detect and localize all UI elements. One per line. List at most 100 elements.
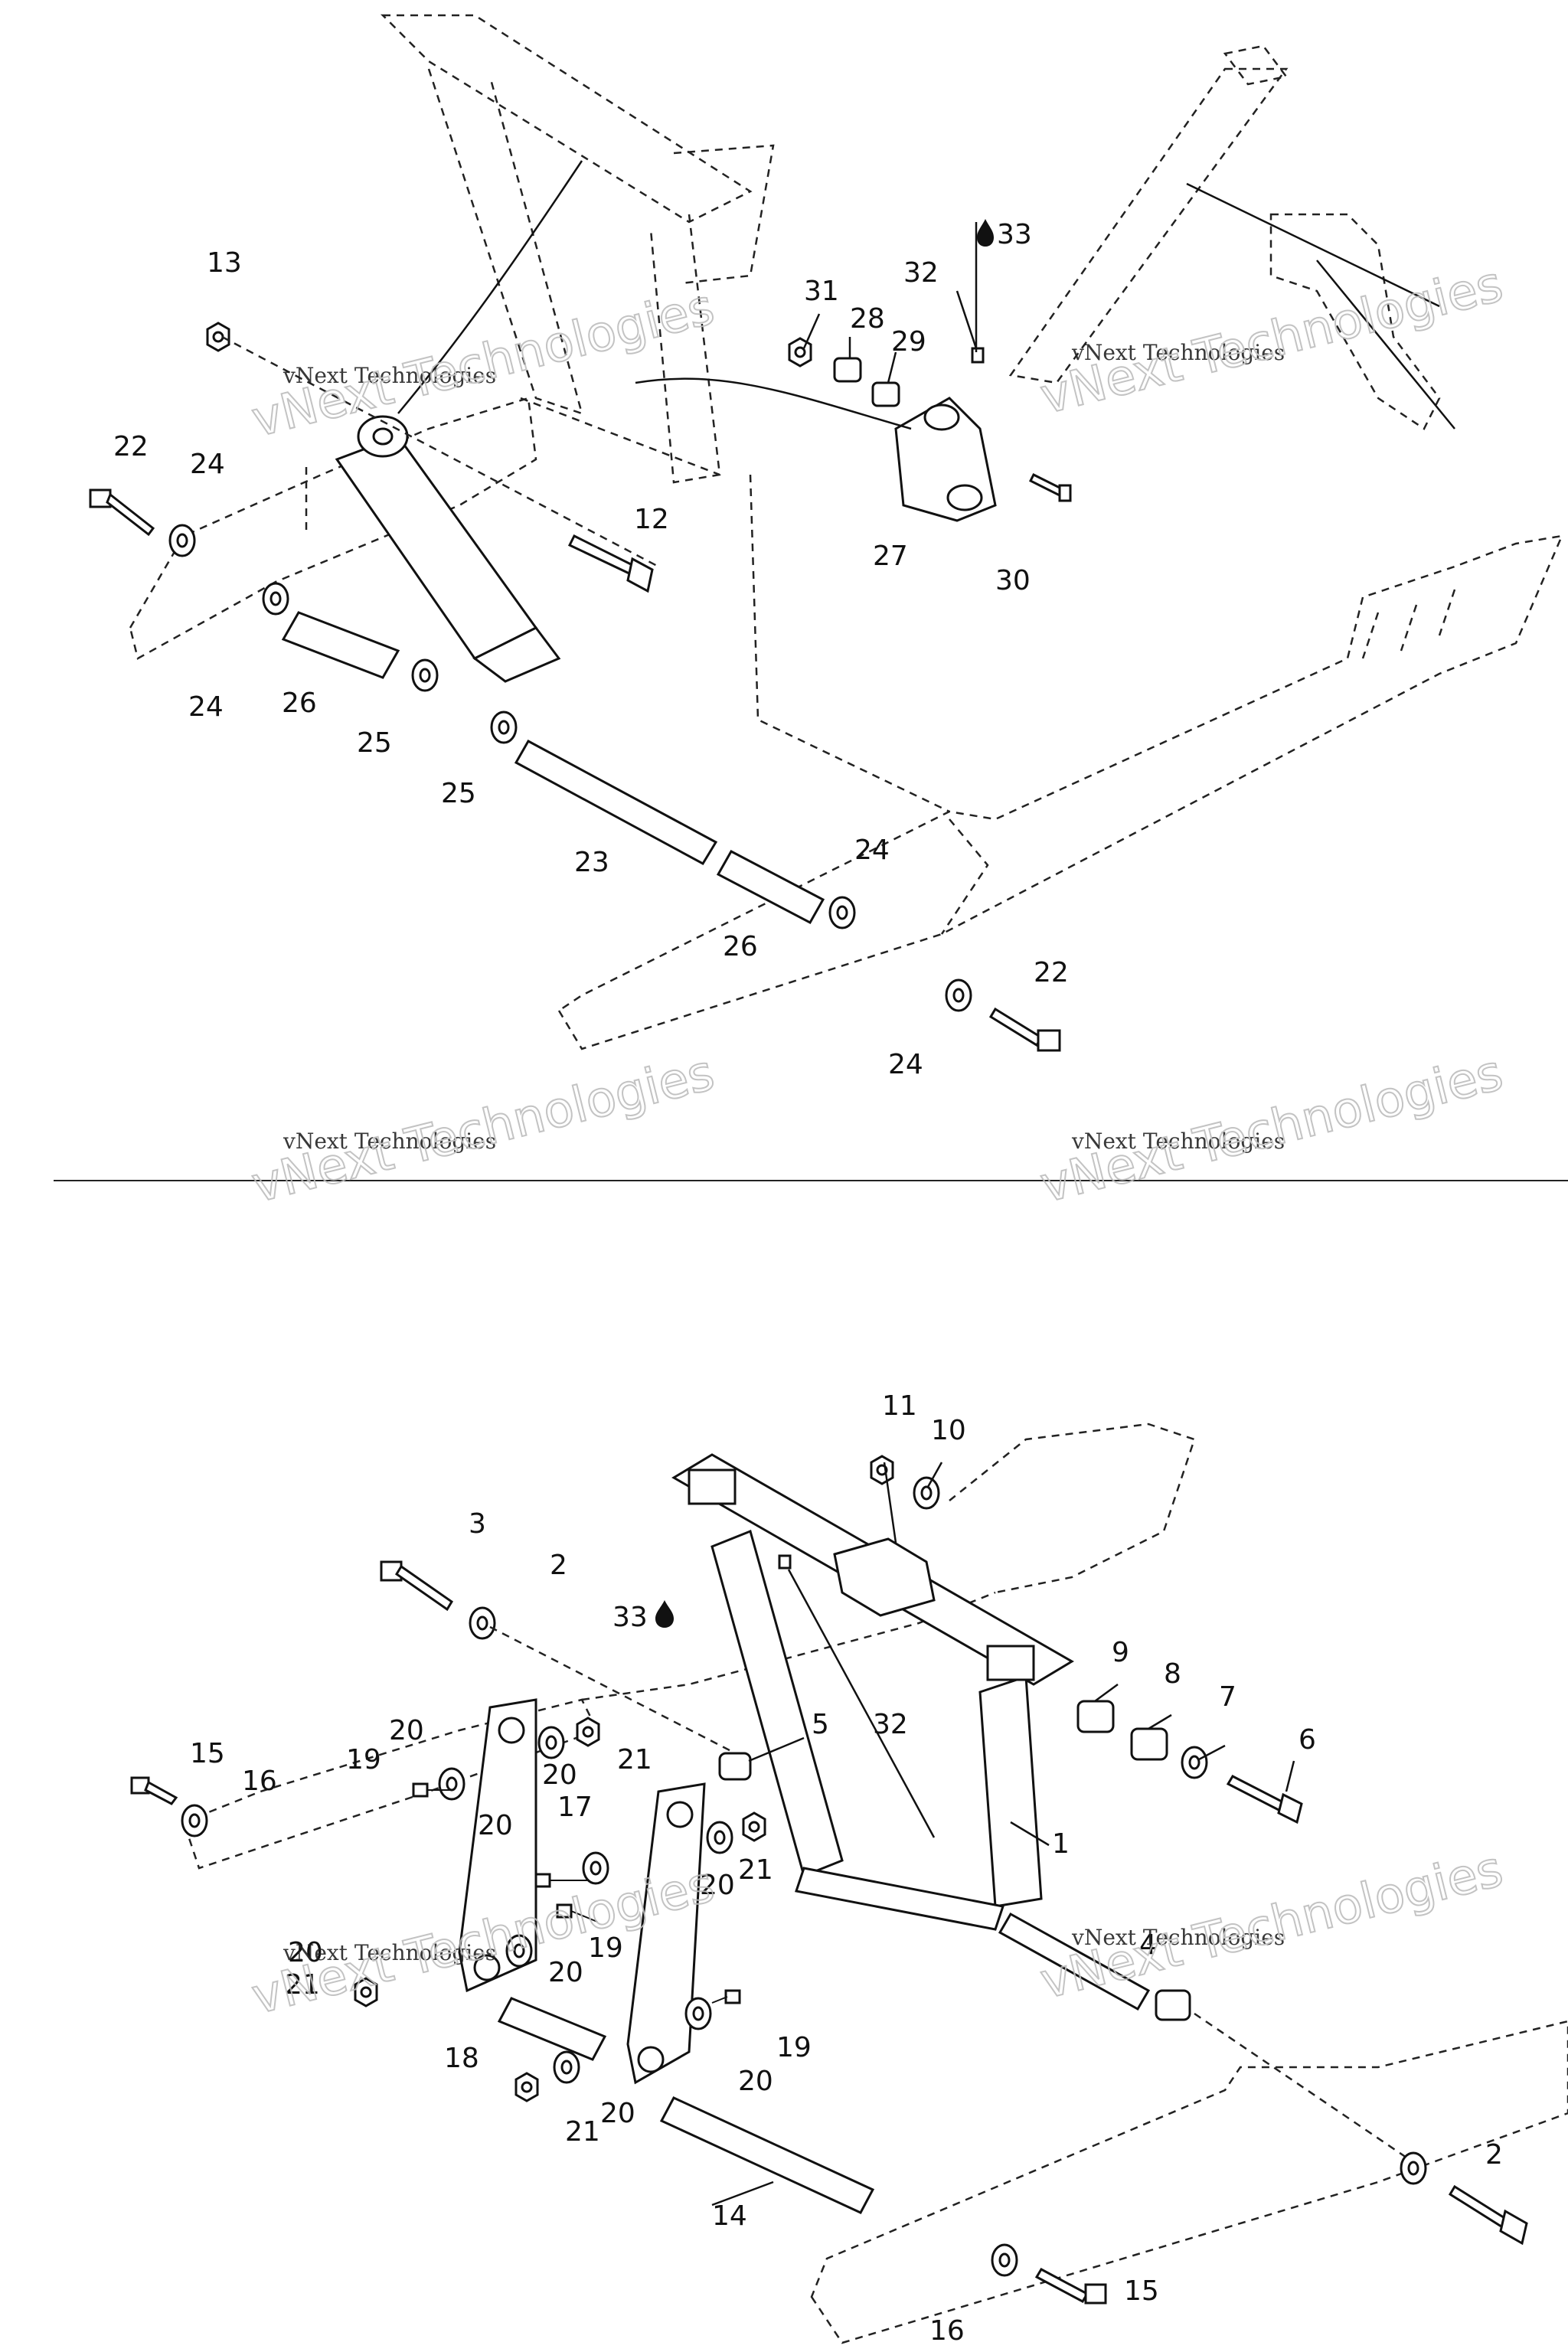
watermark-mid-left: vNext Technologies vNext Technologies bbox=[246, 1044, 720, 1214]
bushing-5 bbox=[718, 1752, 752, 1781]
callout-14: 14 bbox=[712, 2200, 747, 2232]
bolt-20-d bbox=[534, 1873, 590, 1888]
bolt-12 bbox=[567, 534, 654, 593]
nut-21-b bbox=[742, 1811, 766, 1842]
washer-24-b bbox=[262, 582, 289, 616]
svg-text:vNext Technologies: vNext Technologies bbox=[1071, 1129, 1285, 1154]
rear-shock-absorber bbox=[335, 415, 561, 683]
callout-8: 8 bbox=[1164, 1658, 1181, 1690]
bolt-30 bbox=[1028, 472, 1072, 502]
tube-23 bbox=[514, 739, 718, 865]
spacer-4-end bbox=[1155, 1989, 1191, 2021]
callout-25: 25 bbox=[441, 778, 476, 809]
washer-10 bbox=[913, 1476, 940, 1510]
svg-text:vNext Technologies: vNext Technologies bbox=[283, 363, 496, 388]
washer-25-a bbox=[411, 658, 439, 692]
nut-31 bbox=[788, 337, 812, 368]
grease-drop-icon bbox=[977, 219, 994, 247]
spacer-26-a bbox=[281, 611, 400, 679]
callout-11: 11 bbox=[882, 1390, 917, 1422]
callout-27: 27 bbox=[873, 541, 908, 572]
callout-21: 21 bbox=[617, 1744, 652, 1775]
grease-fitting-32 bbox=[971, 347, 985, 364]
svg-text:vNext Technologies: vNext Technologies bbox=[283, 1940, 496, 1965]
washer-20-h bbox=[553, 2050, 580, 2084]
callout-21: 21 bbox=[738, 1854, 773, 1886]
washer-20-g bbox=[684, 1997, 712, 2030]
washer-20-c bbox=[582, 1851, 609, 1885]
upper-assembly-view bbox=[89, 14, 1564, 1052]
washer-7 bbox=[1181, 1746, 1208, 1779]
nut-21-a bbox=[576, 1717, 600, 1747]
callout-20: 20 bbox=[700, 1870, 735, 1901]
callout-15: 15 bbox=[190, 1738, 225, 1769]
svg-text:vNext Technologies: vNext Technologies bbox=[1071, 1925, 1285, 1950]
callout-23: 23 bbox=[574, 847, 609, 878]
grease-drop-icon bbox=[655, 1600, 674, 1628]
callout-33: 33 bbox=[612, 1602, 648, 1633]
pivot-block bbox=[894, 397, 997, 522]
callout-2: 2 bbox=[550, 1550, 567, 1581]
svg-text:vNext Technologies: vNext Technologies bbox=[283, 1129, 496, 1154]
callout-20: 20 bbox=[389, 1715, 424, 1746]
washer-2-a bbox=[469, 1606, 496, 1640]
nut-11 bbox=[870, 1455, 894, 1485]
spacer-29 bbox=[871, 381, 900, 407]
callout-32: 32 bbox=[873, 1709, 908, 1740]
lower-callouts: 11 10 3 2 33 5 32 9 8 7 6 1 15 16 19 20 … bbox=[190, 1390, 1503, 2347]
link-17-right bbox=[626, 1782, 706, 2085]
callout-18: 18 bbox=[444, 2043, 479, 2074]
callout-13: 13 bbox=[207, 247, 242, 279]
washer-20-e bbox=[706, 1821, 733, 1854]
bolt-19-c bbox=[711, 1989, 741, 2004]
bolt-22-right bbox=[988, 1007, 1061, 1052]
callout-22: 22 bbox=[113, 431, 149, 462]
callout-31: 31 bbox=[804, 276, 839, 307]
callout-26: 26 bbox=[723, 931, 758, 962]
callout-20: 20 bbox=[542, 1759, 577, 1791]
washer-20-a bbox=[537, 1726, 565, 1759]
callout-6: 6 bbox=[1298, 1724, 1316, 1756]
callout-10: 10 bbox=[931, 1415, 966, 1446]
callout-30: 30 bbox=[995, 565, 1031, 596]
spacer-8 bbox=[1130, 1727, 1168, 1761]
callout-15: 15 bbox=[1124, 2275, 1159, 2307]
callout-28: 28 bbox=[850, 303, 885, 335]
callout-26: 26 bbox=[282, 688, 317, 719]
washer-25-b bbox=[490, 710, 518, 744]
washer-24-a bbox=[168, 524, 196, 557]
callout-29: 29 bbox=[891, 326, 926, 358]
callout-20: 20 bbox=[738, 2066, 773, 2097]
bolt-6 bbox=[1226, 1775, 1303, 1824]
callout-33: 33 bbox=[997, 219, 1032, 250]
callout-21: 21 bbox=[285, 1969, 320, 2001]
callout-16: 16 bbox=[929, 2315, 965, 2347]
washer-20-b bbox=[438, 1767, 466, 1801]
callout-12: 12 bbox=[634, 504, 669, 535]
callout-17: 17 bbox=[557, 1792, 593, 1823]
callout-2: 2 bbox=[1485, 2139, 1503, 2171]
callout-19: 19 bbox=[776, 2032, 812, 2063]
spacer-26-b bbox=[716, 849, 825, 925]
watermark-lower-right: vNext Technologies vNext Technologies bbox=[1034, 1840, 1509, 2011]
grease-fitting-lower bbox=[778, 1554, 792, 1570]
bolt-19-a bbox=[412, 1782, 452, 1798]
callout-20: 20 bbox=[478, 1810, 513, 1841]
washer-24-c bbox=[828, 896, 856, 929]
bolt-15-left bbox=[130, 1776, 178, 1805]
callout-3: 3 bbox=[469, 1508, 486, 1540]
bolt-2 bbox=[1448, 2184, 1528, 2246]
upper-callouts: 13 22 24 24 26 25 25 12 23 26 24 24 22 3… bbox=[113, 219, 1069, 1080]
tube-4 bbox=[998, 1912, 1151, 2011]
callout-25: 25 bbox=[357, 727, 392, 759]
bolt-3 bbox=[380, 1560, 454, 1612]
tube-14 bbox=[659, 2096, 875, 2214]
callout-19: 19 bbox=[588, 1932, 623, 1964]
spacer-28 bbox=[833, 357, 862, 383]
callout-20: 20 bbox=[548, 1957, 583, 1988]
washer-2-b bbox=[1400, 2151, 1427, 2185]
link-17-left bbox=[458, 1698, 537, 1993]
callout-20: 20 bbox=[600, 2098, 635, 2129]
washer-24-d bbox=[945, 978, 972, 1012]
